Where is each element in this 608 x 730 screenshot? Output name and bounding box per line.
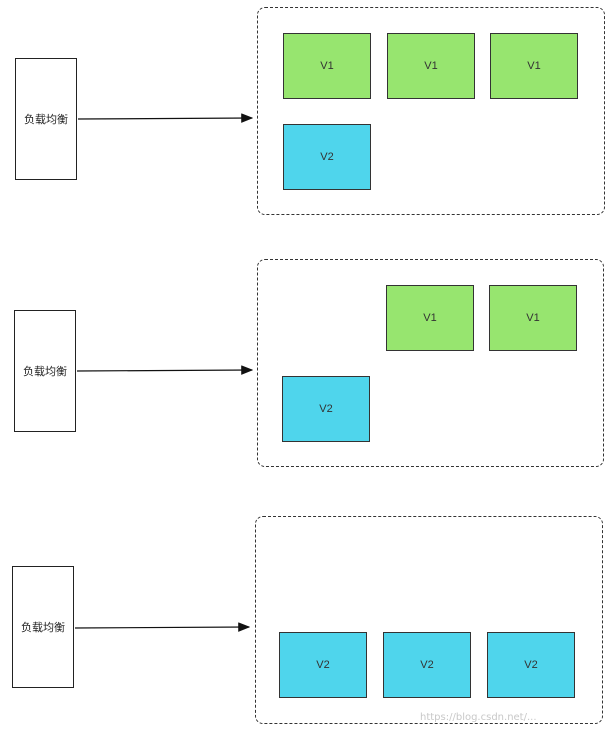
node-v1: V1 (283, 33, 371, 99)
server-group-2 (257, 259, 604, 467)
arrow-3 (74, 622, 251, 632)
node-v1: V1 (387, 33, 475, 99)
arrow-1 (77, 113, 254, 123)
node-v1: V1 (489, 285, 577, 351)
node-v2: V2 (279, 632, 367, 698)
server-group-3 (255, 516, 603, 724)
node-v2: V2 (282, 376, 370, 442)
load-balancer-1: 负载均衡 (15, 58, 77, 180)
load-balancer-label: 负载均衡 (24, 113, 68, 126)
node-v2: V2 (383, 632, 471, 698)
load-balancer-label: 负载均衡 (23, 365, 67, 378)
node-v1: V1 (386, 285, 474, 351)
node-v2: V2 (283, 124, 371, 190)
watermark: https://blog.csdn.net/... (420, 712, 537, 723)
node-v2: V2 (487, 632, 575, 698)
node-v1: V1 (490, 33, 578, 99)
server-group-1 (257, 7, 605, 215)
arrow-2 (76, 365, 254, 375)
load-balancer-label: 负载均衡 (21, 621, 65, 634)
load-balancer-2: 负载均衡 (14, 310, 76, 432)
load-balancer-3: 负载均衡 (12, 566, 74, 688)
